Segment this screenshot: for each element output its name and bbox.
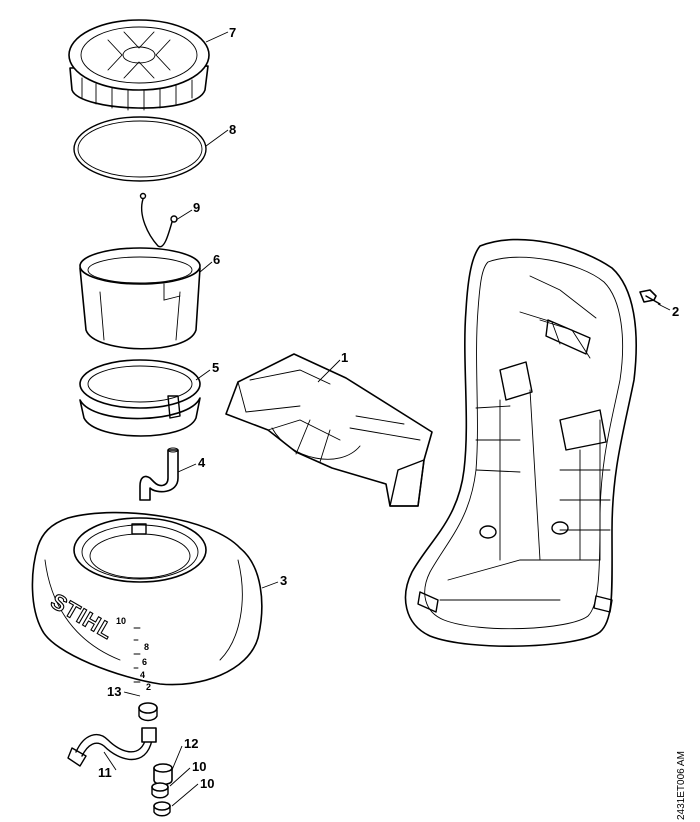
part-hose-clamp-13 <box>138 702 158 722</box>
callout-10a: 10 <box>192 759 206 774</box>
scale-mark-2: 2 <box>146 682 151 692</box>
scale-mark-4: 4 <box>140 670 145 680</box>
callout-10b: 10 <box>200 776 214 791</box>
part-elbow-hose <box>139 447 179 501</box>
drawing-id: 2431ET006 AM <box>676 751 687 820</box>
part-hose-clamp-10a <box>151 782 169 799</box>
part-hose <box>67 727 157 767</box>
part-o-ring <box>73 116 207 182</box>
callout-5: 5 <box>212 360 219 375</box>
callout-8: 8 <box>229 122 236 137</box>
callout-13: 13 <box>107 684 121 699</box>
part-support-bracket <box>225 353 433 507</box>
part-retaining-cord <box>139 192 178 248</box>
tank-fill-scale: 10 8 6 4 2 <box>116 616 151 692</box>
callout-4: 4 <box>198 455 206 470</box>
part-hose-clamp-10b <box>153 801 171 817</box>
part-retaining-ring <box>79 359 201 437</box>
part-tank-cap <box>68 19 210 111</box>
scale-mark-10: 10 <box>116 616 126 626</box>
scale-mark-8: 8 <box>144 642 149 652</box>
leader-lines <box>103 31 671 807</box>
part-spray-tank: STIHL 10 8 6 4 2 <box>31 511 263 692</box>
callout-11: 11 <box>98 765 112 780</box>
part-sleeve <box>153 763 173 786</box>
part-strainer-basket <box>79 247 201 350</box>
callout-3: 3 <box>280 573 287 588</box>
callout-6: 6 <box>213 252 220 267</box>
callout-12: 12 <box>184 736 198 751</box>
part-screw <box>639 289 661 305</box>
callouts: 7 8 9 6 5 4 3 1 2 13 11 12 10 10 <box>98 25 679 791</box>
callout-7: 7 <box>229 25 236 40</box>
callout-9: 9 <box>193 200 200 215</box>
callout-2: 2 <box>672 304 679 319</box>
scale-mark-6: 6 <box>142 657 147 667</box>
part-backplate <box>404 238 637 647</box>
callout-1: 1 <box>341 350 348 365</box>
